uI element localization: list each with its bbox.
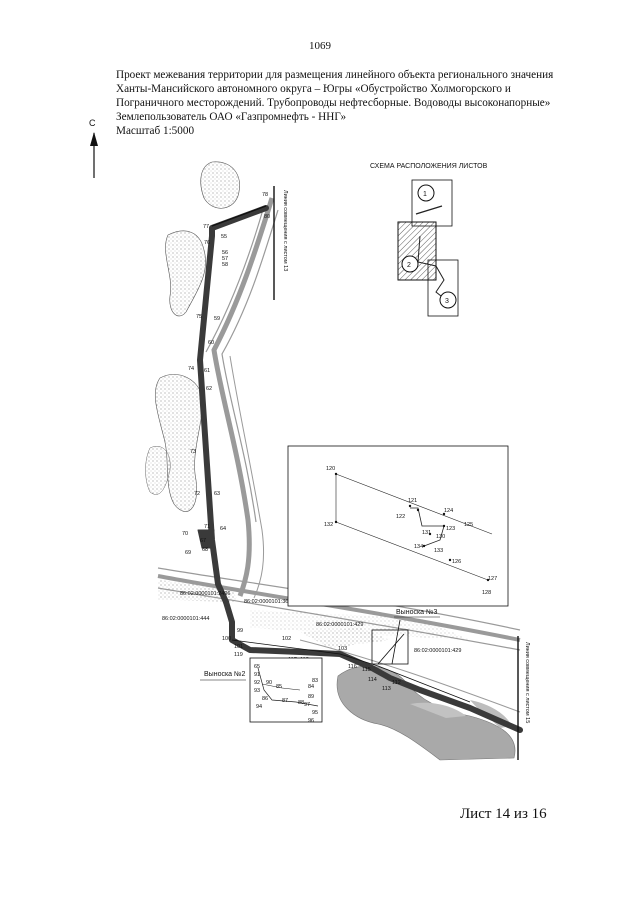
point-label: 63: [214, 491, 220, 497]
inset-point-label: 122: [396, 514, 405, 520]
point-label: 116: [348, 664, 357, 670]
point-label: 119: [234, 652, 243, 658]
point-label: 113: [382, 686, 391, 692]
callout2-point-label: 92: [254, 680, 260, 686]
callout2-point-label: 94: [256, 704, 262, 710]
inset-point-label: 133: [434, 548, 443, 554]
header-line-2: Ханты-Мансийского автономного округа – Ю…: [116, 83, 511, 95]
point-label: 57: [222, 256, 228, 262]
point-label: 99: [237, 628, 243, 634]
match-line-top-label: Линия совмещения с листом 13: [282, 190, 288, 271]
sheet-number-footer: Лист 14 из 16: [460, 806, 547, 822]
point-label: 61: [204, 368, 210, 374]
point-label: 59: [214, 316, 220, 322]
inset-point-label: 123: [446, 526, 455, 532]
document-header: Проект межевания территории для размещен…: [116, 68, 596, 138]
callout-2: Выноска №2 65 91 92 93 90 85 86 87 88 89…: [200, 657, 323, 724]
point-label: 58: [222, 262, 228, 268]
scheme-sheet-number: 1: [423, 191, 427, 198]
parcel-label: 86:02:0000101:429: [414, 648, 461, 654]
callout2-point-label: 96: [308, 718, 314, 724]
point-label: 114: [368, 677, 377, 683]
point-label: 60: [208, 340, 214, 346]
inset-point-label: 132: [324, 522, 333, 528]
point-label: 74: [188, 366, 194, 372]
header-line-1: Проект межевания территории для размещен…: [116, 69, 554, 81]
callout2-point-label: 91: [254, 672, 260, 678]
water-body: [336, 665, 516, 761]
scheme-sheet-number: 2: [407, 262, 411, 269]
point-label: 70: [182, 531, 188, 537]
point-label: 102: [282, 636, 291, 642]
point-labels: 78 80 77 55 76 56 57 58 75 59 60 74 61 6…: [182, 192, 401, 692]
point-label: 100: [222, 636, 231, 642]
point-label: 69: [185, 550, 191, 556]
point-label: 112: [392, 680, 401, 686]
parcel-label: 86:02:0000101:429: [316, 622, 363, 628]
parcel-label: 86:02:0000101:369: [244, 599, 291, 605]
point-label: 103: [338, 646, 347, 652]
callout2-point-label: 87: [282, 698, 288, 704]
point-label: 80: [264, 214, 270, 220]
callout2-point-label: 84: [308, 684, 314, 690]
callout2-point-label: 90: [266, 680, 272, 686]
inset-point-label: 124: [444, 508, 453, 514]
inset-point-label: 120: [326, 466, 335, 472]
point-label: 55: [221, 234, 227, 240]
parcel-label: 86:02:0000101:444: [162, 616, 209, 622]
point-label: 71: [204, 524, 210, 530]
callout2-point-label: 88: [298, 700, 304, 706]
callout-3: Выноска №3: [371, 609, 440, 665]
scheme-title: СХЕМА РАСПОЛОЖЕНИЯ ЛИСТОВ: [370, 163, 488, 170]
callout2-point-label: 89: [308, 694, 314, 700]
point-label: 64: [220, 526, 226, 532]
callout2-point-label: 86: [262, 696, 268, 702]
header-line-5: Масштаб 1:5000: [116, 125, 195, 137]
inset-point-label: 128: [482, 590, 491, 596]
callout-2-label: Выноска №2: [204, 671, 246, 678]
inset-point-label: 121: [408, 498, 417, 504]
point-label: 115: [362, 667, 371, 673]
inset-point-label: 126: [452, 559, 461, 565]
inset-point-label: 134: [414, 544, 423, 550]
callout2-point-label: 93: [254, 688, 260, 694]
inset-point-label: 125: [464, 522, 473, 528]
callout2-point-label: 95: [312, 710, 318, 716]
match-line-right-label: Линия совмещения с листом 15: [524, 642, 530, 723]
callout2-point-label: 97: [304, 702, 310, 708]
scheme-sheet-number: 3: [445, 298, 449, 305]
point-label: 76: [204, 240, 210, 246]
point-label: 101: [234, 644, 243, 650]
point-label: 67: [200, 538, 206, 544]
callout2-point-label: 85: [276, 684, 282, 690]
point-label: 73: [190, 449, 196, 455]
point-label: 75: [196, 314, 202, 320]
point-label: 78: [262, 192, 268, 198]
point-label: 62: [206, 386, 212, 392]
terrain-areas: [145, 161, 470, 648]
point-label: 56: [222, 250, 228, 256]
north-label: С: [89, 118, 96, 128]
north-arrow-icon: С: [89, 118, 98, 178]
inset-point-label: 127: [488, 576, 497, 582]
point-label: 68: [202, 547, 208, 553]
parcel-label: 86:02:0000101:2496: [180, 591, 230, 597]
header-line-4: Землепользователь ОАО «Газпромнефть - НН…: [116, 111, 347, 123]
page-number: 1069: [309, 40, 331, 52]
inset-point-label: 131: [422, 530, 431, 536]
callout2-point-label: 83: [312, 678, 318, 684]
callout2-point-label: 65: [254, 664, 260, 670]
header-line-3: Пограничного месторождений. Трубопроводы…: [116, 97, 551, 109]
inset-detail: 120 121 122 124 125 131 130 123 134 133 …: [287, 445, 509, 607]
point-label: 77: [203, 224, 209, 230]
sheet-layout-scheme: СХЕМА РАСПОЛОЖЕНИЯ ЛИСТОВ 1 2 3: [370, 163, 488, 317]
callout-3-label: Выноска №3: [396, 609, 438, 616]
point-label: 72: [194, 491, 200, 497]
inset-point-label: 130: [436, 534, 445, 540]
parcel-labels: 86:02:0000101:2496 86:02:0000101:369 86:…: [162, 591, 461, 654]
